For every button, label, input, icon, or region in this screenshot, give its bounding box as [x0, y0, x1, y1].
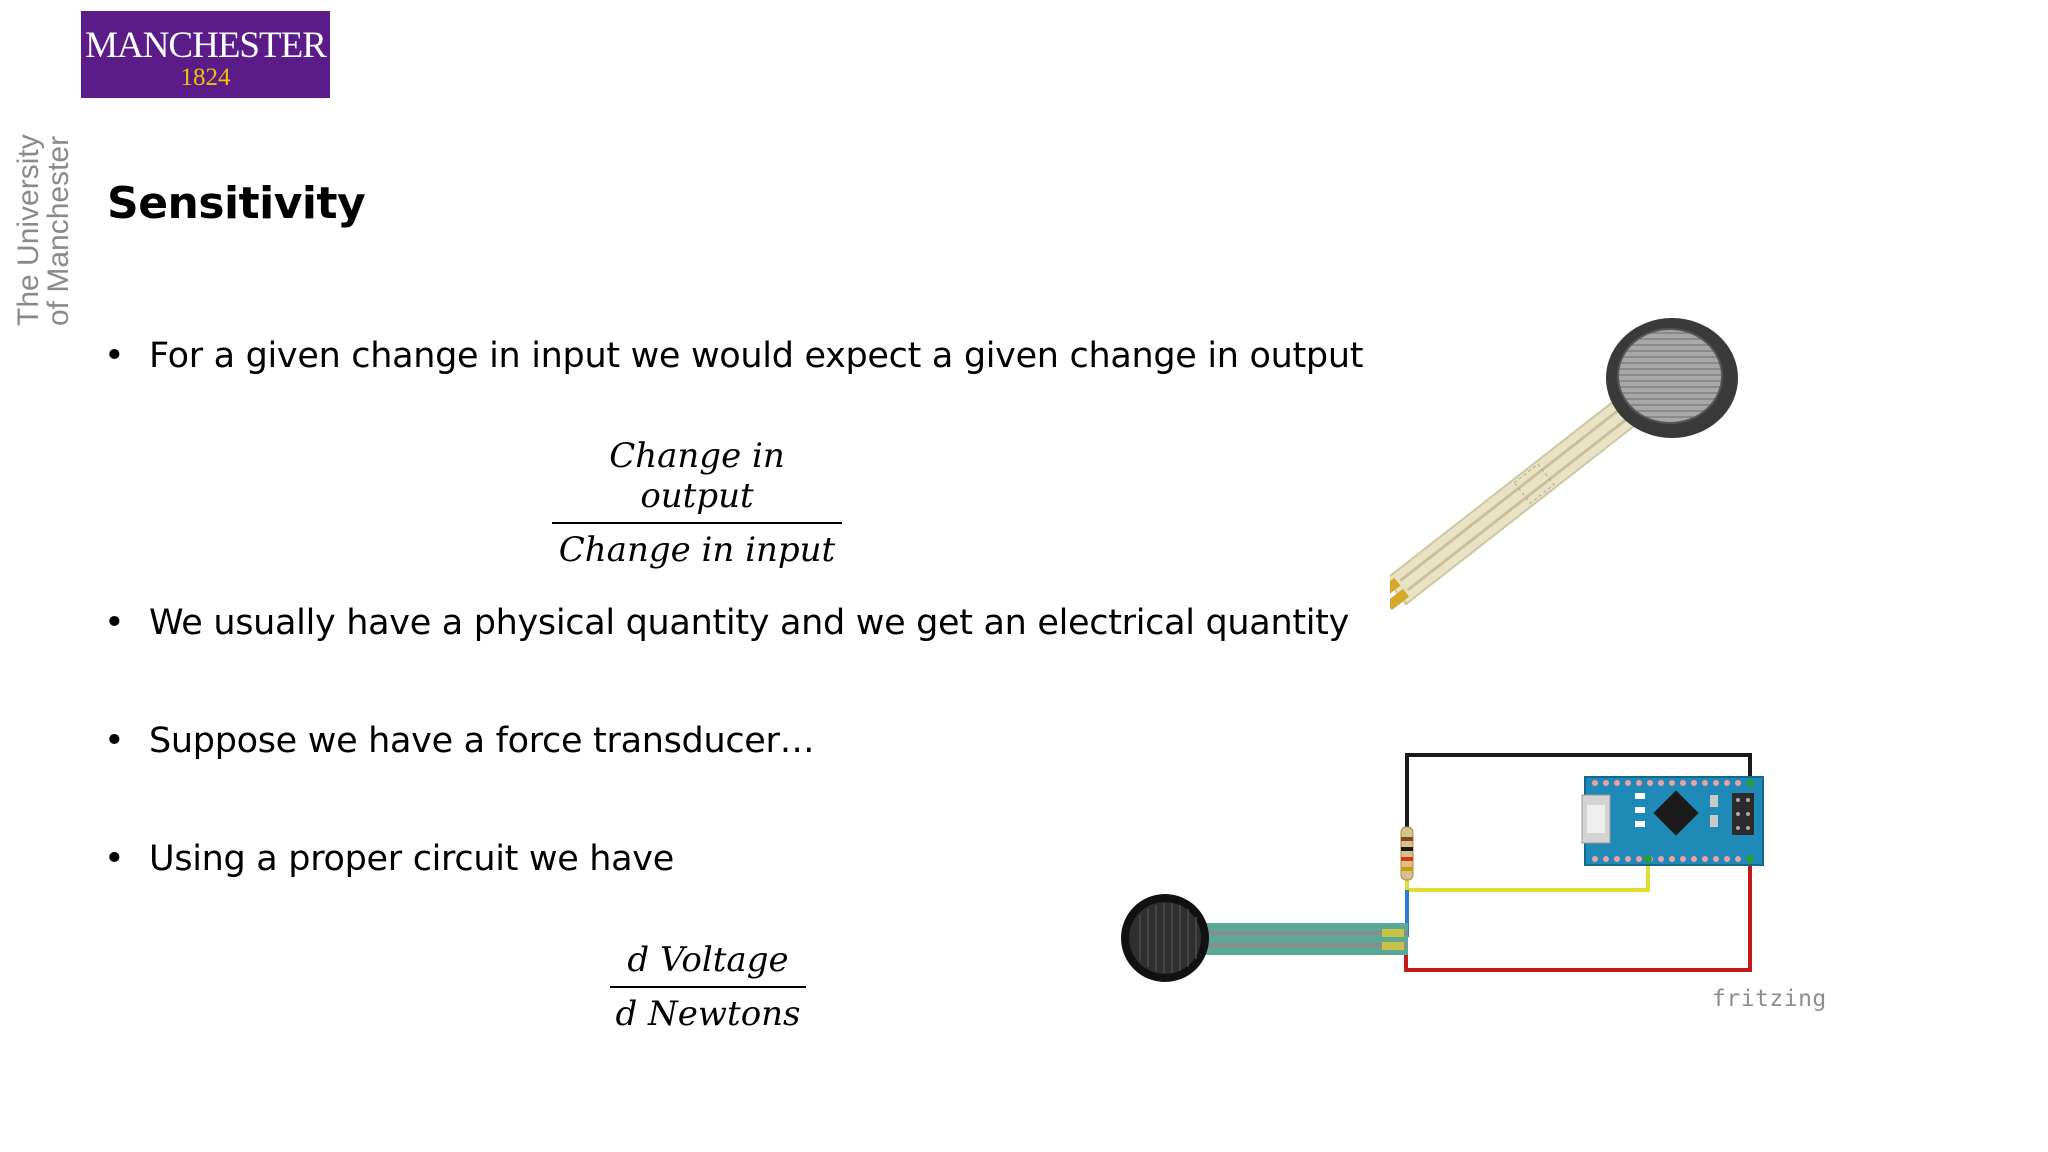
- bullet-item: • For a given change in input we would ex…: [104, 334, 1363, 378]
- vertical-name-line1: The University: [12, 134, 45, 326]
- circuit-diagram: [1121, 753, 1764, 982]
- power-wire: [1404, 857, 1752, 972]
- bullet-item: • We usually have a physical quantity and…: [104, 601, 1349, 645]
- force-sensor-icon: [1390, 318, 1738, 611]
- bullet-text: For a given change in input we would exp…: [149, 336, 1364, 376]
- bullet-dot-icon: •: [104, 721, 125, 761]
- logo-name: MANCHESTER: [85, 25, 327, 66]
- fraction-change: Change in output Change in input: [552, 436, 842, 570]
- fraction-bar: [610, 986, 806, 988]
- bullet-dot-icon: •: [104, 336, 125, 376]
- vertical-name-line2: of Manchester: [42, 135, 75, 326]
- bullet-dot-icon: •: [104, 839, 125, 879]
- bullet-dot-icon: •: [104, 603, 125, 643]
- resistor-icon: [1400, 826, 1414, 881]
- ground-wire: [1405, 753, 1752, 827]
- fraction-numerator: Change in output: [609, 436, 785, 516]
- fritzing-watermark: fritzing: [1712, 986, 1827, 1012]
- bullet-text: Using a proper circuit we have: [149, 839, 674, 879]
- fraction-denominator: Change in input: [558, 530, 836, 570]
- fraction-denominator: d Newtons: [615, 994, 801, 1034]
- logo-year: 1824: [180, 64, 231, 91]
- slide-title: Sensitivity: [107, 178, 366, 229]
- university-logo: MANCHESTER 1824: [81, 11, 330, 98]
- arduino-board-icon: [1581, 776, 1764, 866]
- bullet-item: • Using a proper circuit we have: [104, 837, 674, 881]
- fraction-numerator: d Voltage: [627, 940, 789, 980]
- signal-wire: [1405, 857, 1650, 892]
- bullet-item: • Suppose we have a force transducer…: [104, 719, 815, 763]
- university-vertical-name: The University of Manchester: [12, 134, 75, 326]
- fraction-derivative: d Voltage d Newtons: [610, 940, 806, 1034]
- bullet-text: Suppose we have a force transducer…: [149, 721, 815, 761]
- bullet-text: We usually have a physical quantity and …: [149, 603, 1350, 643]
- fraction-bar: [552, 522, 842, 524]
